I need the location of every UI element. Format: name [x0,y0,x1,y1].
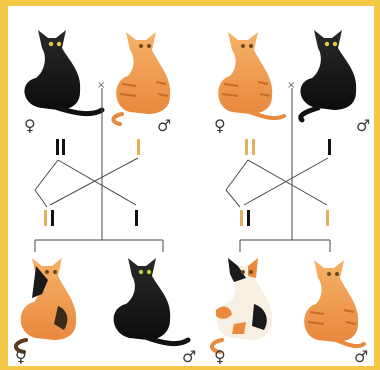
cross-2-offspring-male-chromosome [326,210,329,226]
cross-2-offspring-female-chromosome-2 [247,210,250,226]
cross-2: ♀ ♂ × [212,30,370,366]
cross-2-female-parent-orange-cat-icon [218,32,284,118]
cross-2-male-parent-black-cat-icon [301,30,357,120]
cross-1-male-parent-chromosome [137,139,140,155]
cross-1-male-offspring-black-cat-icon [114,258,188,344]
cross-2-female-parent-symbol: ♀ [214,116,226,135]
cross-1: ♀ ♂ × [15,30,196,366]
cross-1-offspring-female-chromosome-1 [44,210,47,226]
cross-2-offspring-female-chromosome-1 [240,210,243,226]
cross-1-female-parent-chromosome-1 [56,139,59,155]
cross-2-female-parent-chromosome-2 [252,139,255,155]
cross-2-male-parent-symbol: ♂ [356,116,370,135]
cross-1-female-offspring-symbol: ♀ [15,347,27,366]
cross-1-male-parent-orange-cat-icon [113,32,170,124]
cross-1-offspring-female-chromosome-2 [51,210,54,226]
cross-2-female-parent-chromosome-1 [245,139,248,155]
cross-1-female-parent-chromosome-2 [62,139,65,155]
cross-2-male-offspring-orange-cat-icon [304,260,364,346]
cross-2-female-offspring-calico-cat-icon [212,258,272,352]
cross-1-male-parent-symbol: ♂ [157,116,171,135]
cross-2-male-parent-chromosome [328,139,331,155]
cross-1-cross-symbol: × [97,80,105,91]
diagram-panel: ♀ ♂ × [8,6,374,366]
cross-1-male-offspring-symbol: ♂ [182,347,196,366]
cross-2-cross-symbol: × [287,80,295,91]
cross-1-female-offspring-tortoiseshell-cat-icon [16,258,76,352]
cross-2-male-offspring-symbol: ♂ [354,347,368,366]
cross-1-female-parent-black-cat-icon [25,30,102,114]
cross-1-female-parent-symbol: ♀ [24,116,36,135]
inheritance-diagram: ♀ ♂ × [8,6,374,366]
cross-2-female-offspring-symbol: ♀ [214,347,226,366]
cross-1-offspring-male-chromosome [135,210,138,226]
